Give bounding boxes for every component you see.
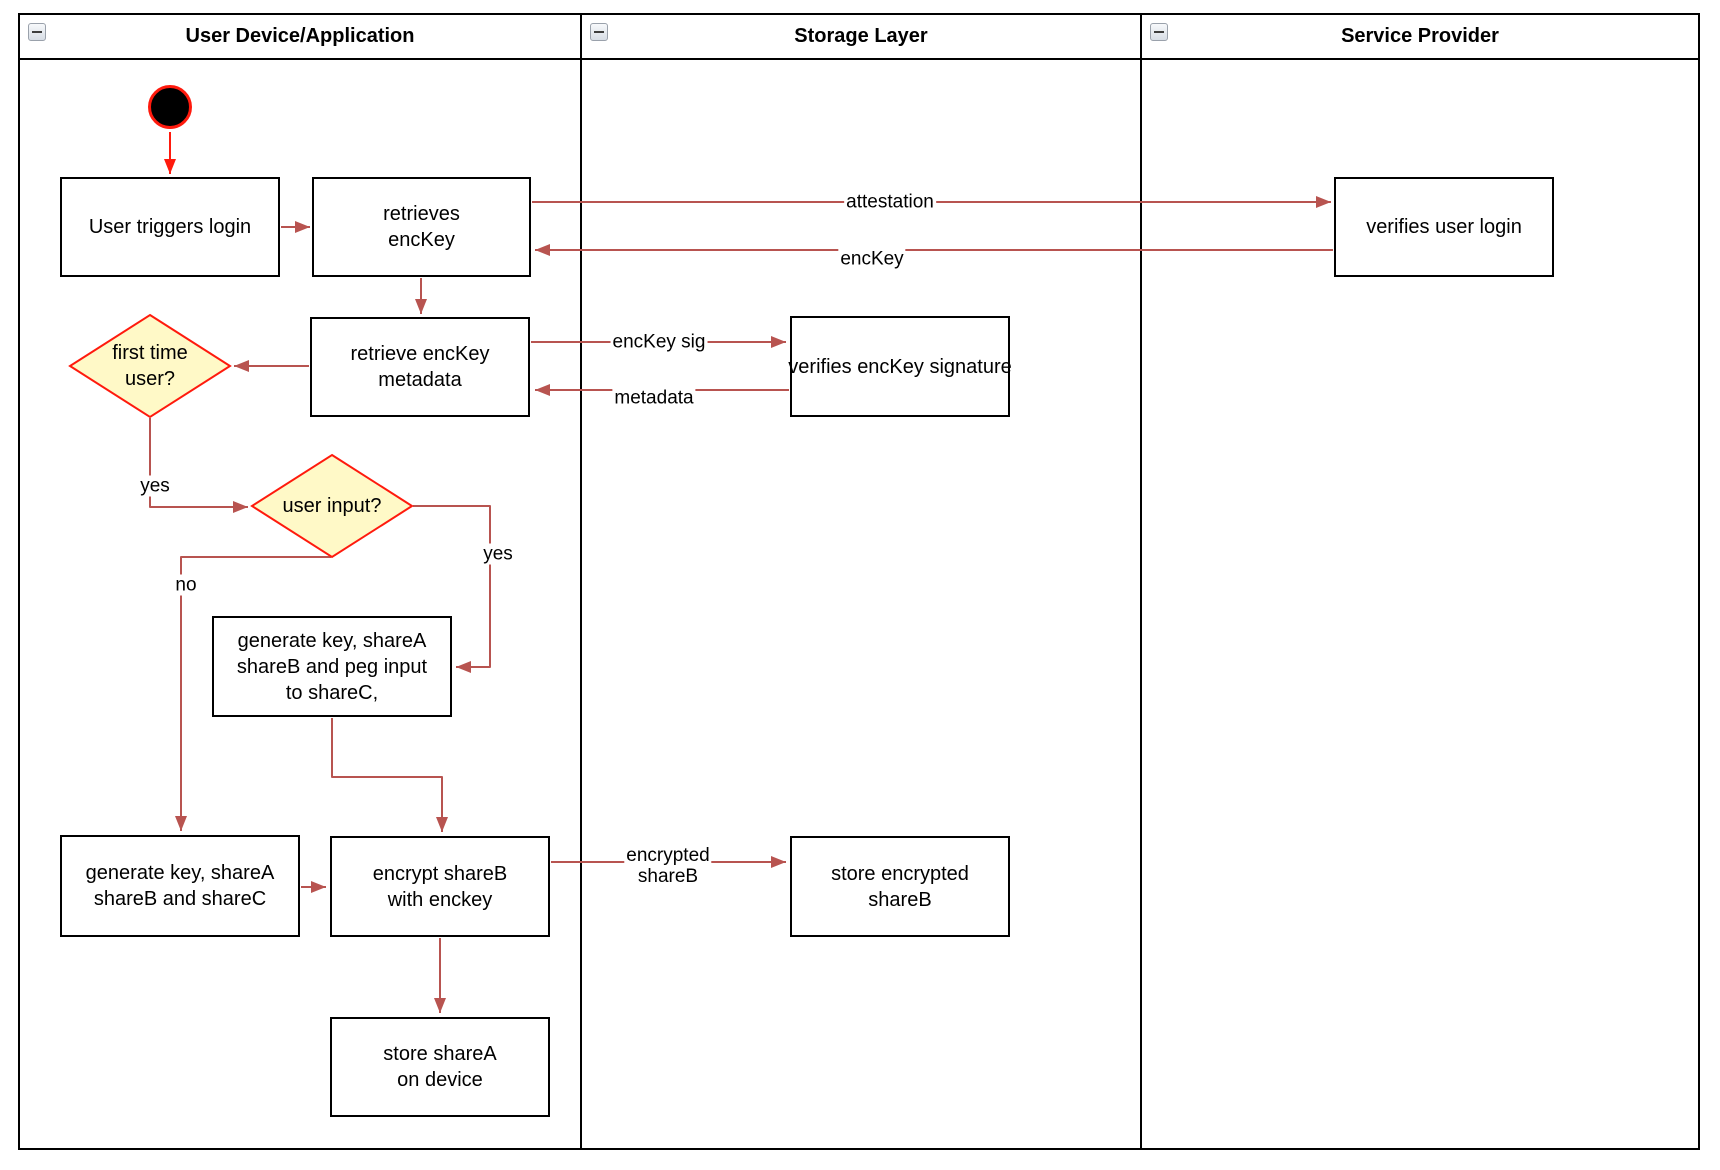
edge-userinput-yes — [413, 505, 491, 673]
node-label: generate key, shareA shareB and peg inpu… — [236, 629, 428, 704]
minus-glyph — [32, 31, 42, 33]
lane-service-provider: Service Provider — [1142, 15, 1698, 1148]
edge-userinput-no — [175, 556, 331, 831]
edge-label-attestation: attestation — [844, 191, 936, 213]
collapse-minus-icon[interactable] — [590, 23, 608, 41]
node-label: store shareA on device — [383, 1043, 497, 1091]
lane-title: User Device/Application — [185, 25, 415, 47]
node-label: verifies encKey signature — [788, 355, 1012, 378]
edge-peg-to-encrypt — [331, 718, 448, 832]
collapse-minus-icon[interactable] — [28, 23, 46, 41]
collapse-minus-icon[interactable] — [1150, 23, 1168, 41]
edge-label-encrypted-shareb: encrypted shareB — [624, 845, 712, 887]
lane-header-service-provider[interactable]: Service Provider — [1142, 15, 1698, 60]
start-node[interactable] — [148, 85, 192, 129]
edge-firsttime-yes — [149, 418, 248, 513]
node-label: retrieve encKey metadata — [350, 343, 490, 391]
decision-user-input[interactable]: user input? — [250, 453, 414, 559]
lane-title: Storage Layer — [794, 25, 928, 47]
lane-header-storage-layer[interactable]: Storage Layer — [582, 15, 1140, 60]
node-label: generate key, shareA shareB and shareC — [85, 862, 275, 910]
edge-label-metadata: metadata — [612, 387, 696, 409]
edge-label-no-user-input: no — [173, 574, 199, 596]
diamond-shape — [250, 453, 414, 559]
node-store-sharea[interactable]: store shareA on device — [330, 1017, 550, 1117]
node-generate-key-sharec[interactable]: generate key, shareA shareB and shareC — [60, 835, 300, 937]
minus-glyph — [1154, 31, 1164, 33]
edge-label-yes-user-input: yes — [481, 543, 515, 565]
node-verifies-enckey-signature[interactable]: verifies encKey signature — [788, 316, 1012, 417]
node-retrieves-enckey[interactable]: retrieves encKey — [312, 177, 531, 277]
edge-label-enckey: encKey — [838, 248, 906, 270]
minus-glyph — [594, 31, 604, 33]
node-label: retrieves encKey — [383, 203, 460, 251]
decision-first-time-user[interactable]: first time user? — [68, 313, 232, 419]
edge-label-enckey-sig: encKey sig — [610, 331, 708, 353]
decision-label: user input? — [282, 495, 382, 517]
node-label: verifies user login — [1366, 216, 1522, 238]
diamond-shape — [68, 313, 232, 419]
decision-label: first time user? — [112, 342, 188, 390]
lane-header-user-device[interactable]: User Device/Application — [20, 15, 580, 60]
node-label: encrypt shareB with enckey — [372, 862, 508, 911]
node-generate-key-peg-input[interactable]: generate key, shareA shareB and peg inpu… — [212, 616, 452, 717]
node-user-triggers-login[interactable]: User triggers login — [60, 177, 280, 277]
node-verifies-user-login[interactable]: verifies user login — [1334, 177, 1554, 277]
node-label: store encrypted shareB — [831, 862, 969, 911]
node-retrieve-enckey-metadata[interactable]: retrieve encKey metadata — [310, 317, 530, 417]
lane-storage-layer: Storage Layer — [582, 15, 1142, 1148]
lane-title: Service Provider — [1341, 25, 1499, 47]
node-encrypt-shareb[interactable]: encrypt shareB with enckey — [330, 836, 550, 937]
lane-user-device: User Device/Application — [20, 15, 582, 1148]
node-store-encrypted-shareb[interactable]: store encrypted shareB — [790, 836, 1010, 937]
node-label: User triggers login — [88, 216, 252, 238]
edge-label-yes-first-time: yes — [138, 475, 172, 497]
